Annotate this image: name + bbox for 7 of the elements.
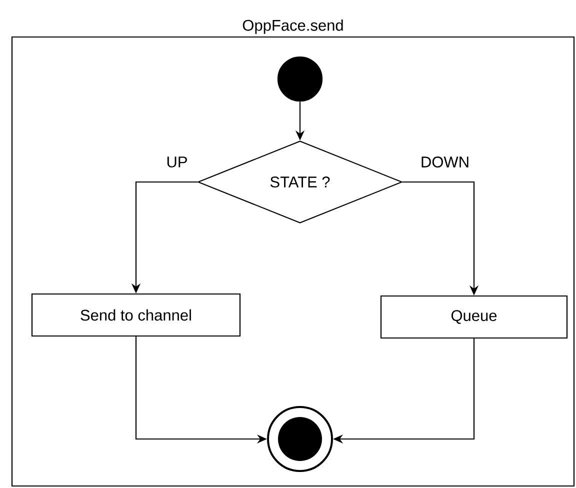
action-box: Queue <box>380 295 568 339</box>
end-node <box>267 406 333 472</box>
start-node <box>277 56 323 102</box>
edge-label: DOWN <box>422 156 468 168</box>
action-box: Send to channel <box>31 293 241 337</box>
node-label: OppFace.send <box>242 19 343 34</box>
edge-label: UP <box>167 156 187 168</box>
